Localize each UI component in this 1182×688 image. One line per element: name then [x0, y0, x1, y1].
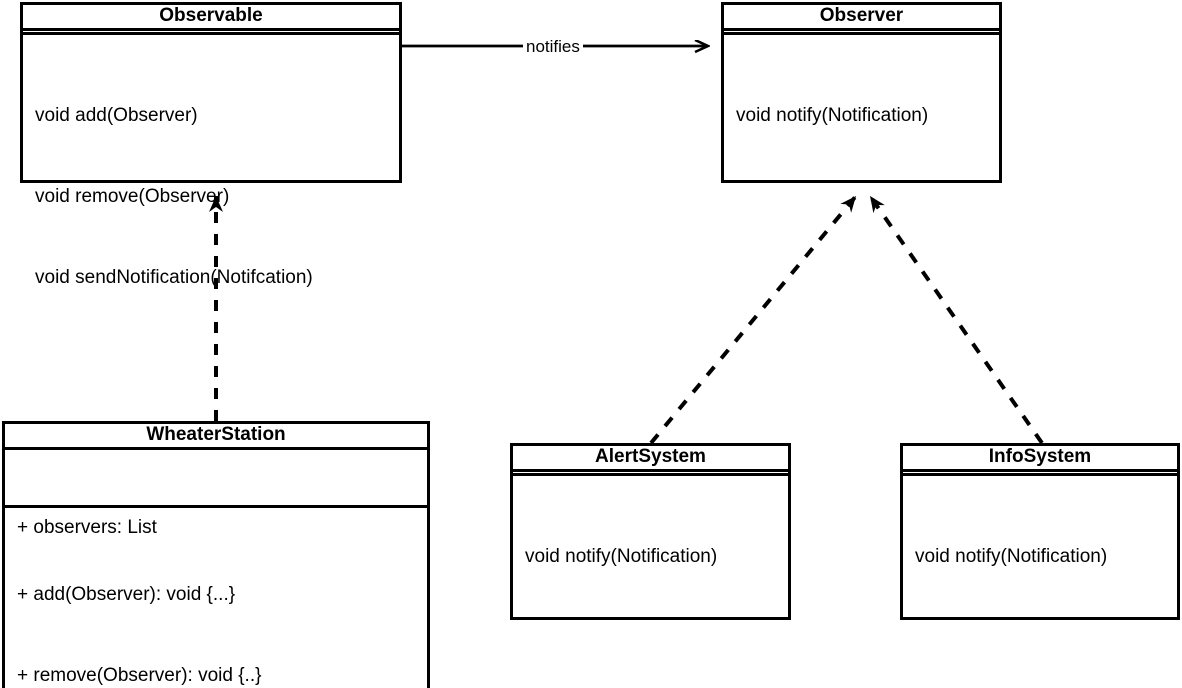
method-item: void notify(Notification): [736, 104, 929, 126]
class-box-observer[interactable]: Observer void notify(Notification): [721, 2, 1002, 183]
class-methods-infosystem: void notify(Notification): [903, 476, 1177, 631]
class-methods-observer: void notify(Notification): [724, 35, 999, 190]
attribute-item: + observers: List: [17, 516, 157, 538]
class-name-wheaterstation: WheaterStation: [146, 424, 286, 445]
method-item: + remove(Observer): void {..}: [17, 664, 262, 686]
compartment-separator: [724, 27, 999, 35]
class-box-observable[interactable]: Observable void add(Observer) void remov…: [20, 2, 402, 288]
compartment-separator: [23, 27, 399, 35]
class-methods-alertsystem: void notify(Notification): [513, 476, 788, 631]
method-item: void sendNotification(Notifcation): [35, 266, 313, 288]
method-item: void notify(Notification): [525, 545, 718, 567]
compartment-separator: [513, 468, 788, 476]
method-item: void add(Observer): [35, 104, 198, 126]
connector-infosystem-to-observer: [868, 194, 1044, 445]
class-name-infosystem: InfoSystem: [988, 446, 1092, 467]
class-box-alertsystem[interactable]: AlertSystem void notify(Notification): [510, 443, 791, 620]
compartment-separator: [5, 446, 427, 450]
method-item: void remove(Observer): [35, 185, 230, 207]
class-box-infosystem[interactable]: InfoSystem void notify(Notification): [900, 443, 1180, 620]
connector-alertsystem-to-observer: [649, 194, 858, 445]
compartment-separator: [5, 504, 427, 508]
class-name-observer: Observer: [819, 5, 904, 26]
class-box-wheaterstation[interactable]: WheaterStation + observers: List + add(O…: [2, 421, 430, 688]
class-name-observable: Observable: [159, 5, 263, 26]
compartment-separator: [903, 468, 1177, 476]
method-item: + add(Observer): void {...}: [17, 583, 236, 605]
relationship-label-notifies: notifies: [523, 37, 583, 56]
class-name-alertsystem: AlertSystem: [595, 446, 706, 467]
class-attributes-wheaterstation: + observers: List: [5, 450, 427, 538]
class-methods-observable: void add(Observer) void remove(Observer)…: [23, 35, 399, 352]
class-methods-wheaterstation: + add(Observer): void {...} + remove(Obs…: [5, 508, 427, 688]
method-item: void notify(Notification): [915, 545, 1108, 567]
